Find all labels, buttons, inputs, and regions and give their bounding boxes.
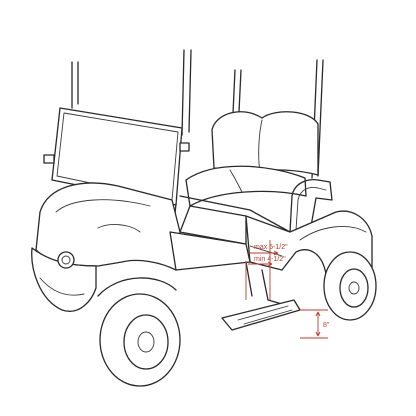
rear-fender-line (299, 226, 367, 241)
grab-bar (289, 178, 333, 233)
step-bracket-front (245, 261, 253, 297)
front-wheel-arch (97, 277, 177, 297)
seat-back (211, 111, 319, 176)
seat-base-edge (179, 195, 291, 233)
dimension-annotations: max 5-1/2" min 4-1/2" 8" (245, 240, 330, 339)
bumper-line (39, 277, 85, 296)
dim-min-label: min 4-1/2" (254, 256, 286, 263)
rocker-line (249, 245, 283, 257)
seat-back-cushion (211, 111, 319, 176)
mirror-right (179, 142, 190, 152)
rear-hub-icon (348, 281, 360, 295)
dim-height-arrowheads (315, 311, 321, 337)
cart-body (31, 182, 373, 312)
seat-base-front (179, 205, 247, 245)
front-wheel (97, 277, 181, 387)
grab-bar-inner (295, 187, 327, 231)
seat-seam (229, 169, 243, 193)
mirror-left (43, 154, 55, 164)
front-rim (123, 314, 169, 370)
side-step (221, 261, 301, 331)
emblem-icon (57, 251, 75, 269)
front-hub-icon (137, 331, 155, 353)
dim-height-label: 8" (323, 322, 330, 329)
front-left-post (71, 61, 79, 109)
hood-line (97, 224, 141, 233)
cowl-crease (55, 199, 151, 213)
rear-rim (339, 268, 369, 308)
dim-arrowheads (267, 250, 279, 267)
step-plate (221, 299, 301, 331)
rear-wheel (323, 251, 377, 321)
front-cowl (35, 182, 181, 271)
step-bracket-rear (261, 269, 283, 305)
dim-max-label: max 5-1/2" (254, 244, 288, 251)
front-right-post (181, 49, 192, 136)
seat-bottom (185, 165, 307, 207)
step-tread-icon (237, 305, 293, 325)
seat-cushion (185, 165, 307, 207)
emblem-inner-icon (61, 255, 71, 265)
